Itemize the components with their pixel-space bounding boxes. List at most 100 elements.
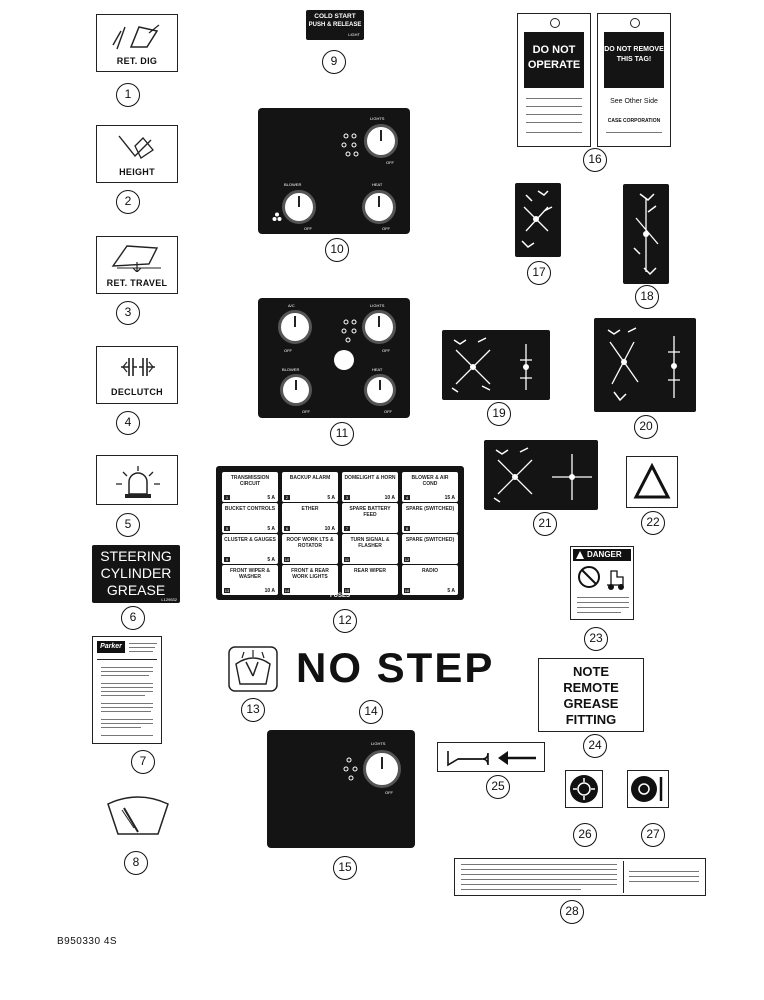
- callout-18: 18: [635, 285, 659, 309]
- ride-control-decal-27: [627, 770, 669, 808]
- bucket-travel-icon: [111, 245, 161, 272]
- panel10-heat-off: OFF: [382, 226, 390, 231]
- panel11-ac-off: OFF: [284, 348, 292, 353]
- tag-hole: [550, 18, 560, 28]
- fuse-amperage: 5 A: [267, 526, 275, 532]
- steering-cylinder-grease-decal: STEERING CYLINDER GREASE L129532: [92, 545, 180, 603]
- callout-23: 23: [584, 627, 608, 651]
- fuse-cell: SPARE (SWITCHED)12: [402, 534, 458, 564]
- lights-knob: [364, 124, 398, 158]
- control-pattern-icon-21: [493, 447, 592, 503]
- fuse-name: TURN SIGNAL & FLASHER: [350, 537, 390, 549]
- steering-grease-line-3: GREASE: [106, 582, 166, 598]
- horn-icon: [447, 751, 536, 767]
- light-position-dots-icon-2: [341, 319, 357, 343]
- control-pattern-icon-18: [633, 193, 659, 276]
- remote-grease-line-3: GREASE: [563, 696, 619, 711]
- bucket-dig-icon: [112, 24, 160, 50]
- panel11-heat-label: HEAT: [372, 367, 383, 372]
- declutch-label: DECLUTCH: [111, 387, 163, 397]
- callout-24: 24: [583, 734, 607, 758]
- light-position-dots-icon-3: [343, 757, 358, 781]
- beacon-decal: [96, 455, 178, 505]
- fuse-name: SPARE (SWITCHED): [405, 506, 455, 512]
- fuse-number: 3: [344, 495, 350, 500]
- heat-knob: [362, 190, 396, 224]
- panel10-lights-off: OFF: [386, 160, 394, 165]
- fuse-name: REAR WIPER: [354, 568, 386, 574]
- ret-dig-decal: RET. DIG: [96, 14, 178, 72]
- panel11-heat-off: OFF: [384, 409, 392, 414]
- do-not-operate-line-1: DO NOT: [532, 44, 576, 56]
- callout-15: 15: [333, 856, 357, 880]
- ride-control-instructions-decal: [454, 858, 706, 896]
- do-not-remove-line-1: DO NOT REMOVE: [604, 46, 664, 53]
- callout-26: 26: [573, 823, 597, 847]
- ride-control-icon: [570, 775, 598, 803]
- fuse-name: BACKUP ALARM: [289, 475, 331, 481]
- control-pattern-decal-19: [442, 330, 550, 400]
- fuse-number: 9: [224, 557, 230, 562]
- control-pattern-icon-19: [451, 337, 532, 393]
- fuse-name: RADIO: [421, 568, 439, 574]
- control-pattern-decal-21: [484, 440, 598, 510]
- fuse-number: 5: [224, 526, 230, 531]
- panel11-ac-label: A/C: [288, 303, 295, 308]
- fuse-name: DOMELIGHT & HORN: [344, 475, 396, 481]
- fuse-amperage: 10 A: [264, 588, 275, 594]
- panel15-lights-label: LIGHTS: [371, 741, 386, 746]
- callout-19: 19: [487, 402, 511, 426]
- panel11-blower-label: BLOWER: [282, 367, 300, 372]
- panel10-lights-label: LIGHTS: [370, 116, 385, 121]
- ret-travel-decal: RET. TRAVEL: [96, 236, 178, 294]
- fuse-amperage: 5 A: [447, 588, 455, 594]
- control-pattern-decal-18: [623, 184, 669, 284]
- heat-knob-2: [364, 374, 396, 406]
- fuse-name: FRONT WIPER & WASHER: [230, 568, 270, 580]
- fuse-number: 10: [284, 557, 290, 562]
- control-pattern-decal-17: [515, 183, 561, 257]
- front-wiper-decal: [228, 646, 278, 692]
- bucket-height-icon: [118, 135, 154, 159]
- height-label: HEIGHT: [119, 167, 155, 177]
- remote-grease-line-4: FITTING: [565, 712, 617, 727]
- parker-logo: Parker: [97, 641, 125, 653]
- see-other-side-text: See Other Side: [610, 98, 658, 105]
- steering-grease-line-1: STEERING: [100, 548, 172, 564]
- fuse-number: 13: [224, 588, 230, 593]
- remote-grease-line-2: REMOTE: [563, 680, 619, 695]
- callout-28: 28: [560, 900, 584, 924]
- fuse-number: 1: [224, 495, 230, 500]
- figure-id: B950330 4S: [57, 936, 118, 947]
- fuse-name: ETHER: [301, 506, 319, 512]
- callout-1: 1: [116, 83, 140, 107]
- fuse-number: 7: [344, 526, 350, 531]
- callout-13: 13: [241, 698, 265, 722]
- ride-control-decal-26: [565, 770, 603, 808]
- danger-alert-icon: [576, 551, 584, 559]
- fuse-cell: SPARE (SWITCHED)8: [402, 503, 458, 533]
- do-not-operate-tag: DO NOT OPERATE: [517, 13, 591, 147]
- ride-control-switch-icon: [631, 776, 663, 802]
- callout-10: 10: [325, 238, 349, 262]
- no-tractor-icon: [578, 566, 624, 590]
- control-pattern-decal-20: [594, 318, 696, 412]
- blower-knob-2: [280, 374, 312, 406]
- callout-6: 6: [121, 606, 145, 630]
- fan-icon: [272, 212, 282, 221]
- fuse-name: CLUSTER & GAUGES: [224, 537, 276, 543]
- fuse-number: 11: [344, 557, 350, 562]
- fuse-name: BLOWER & AIR COND: [411, 475, 449, 487]
- danger-title: DANGER: [587, 550, 622, 559]
- parker-hydraulic-decal: Parker: [92, 636, 162, 744]
- callout-11: 11: [330, 422, 354, 446]
- fuses-title: FUSES: [329, 593, 350, 599]
- callout-16: 16: [583, 148, 607, 172]
- danger-decal: DANGER: [570, 546, 634, 620]
